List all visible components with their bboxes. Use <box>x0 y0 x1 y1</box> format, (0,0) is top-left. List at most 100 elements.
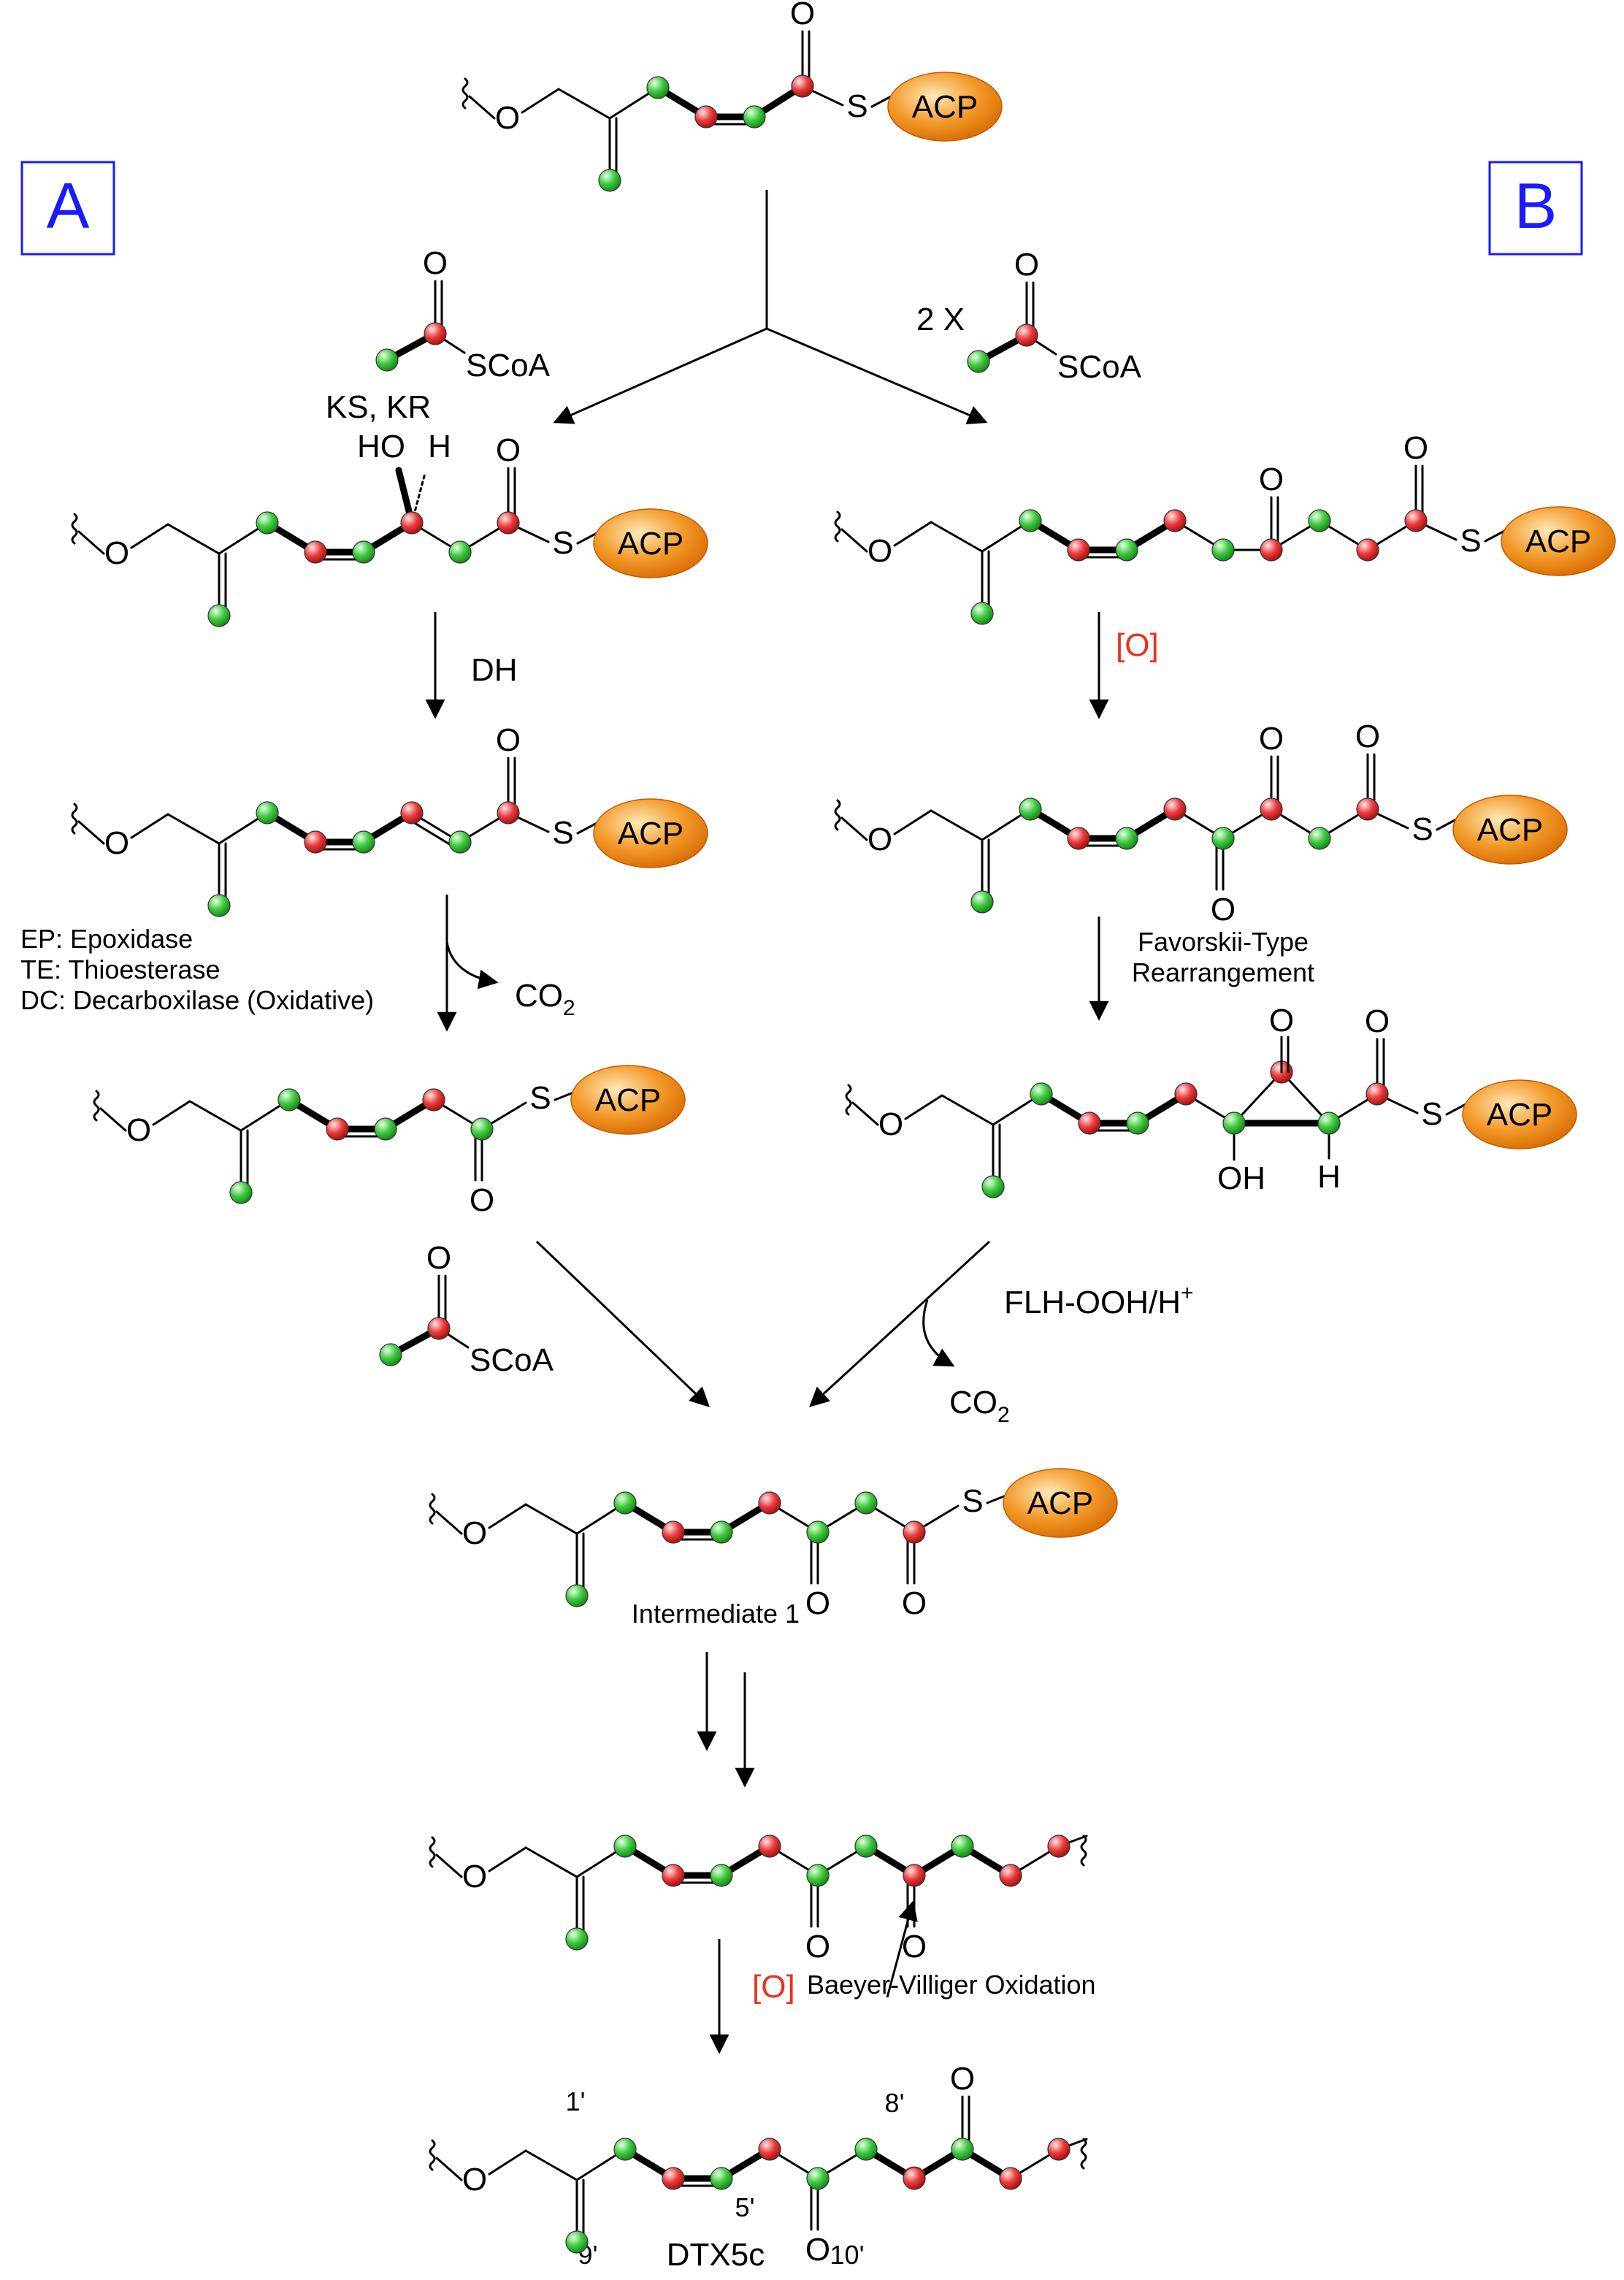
wavy-bond <box>1080 2138 1087 2170</box>
wavy-bond <box>845 1084 852 1116</box>
ketone-oxygen: O <box>805 1929 830 1965</box>
acp-protein <box>1501 506 1616 576</box>
ether-oxygen: O <box>462 2162 487 2197</box>
carbon-atom-green <box>470 1117 494 1141</box>
carbon-atom-green <box>1308 509 1331 532</box>
wavy-bond <box>93 1090 100 1122</box>
position-10-label: 10' <box>830 2240 865 2270</box>
sulfur-atom: S <box>962 1483 983 1519</box>
baeyer-villiger-label: Baeyer-Villiger Oxidation <box>807 1970 1096 2000</box>
position-1-label: 1' <box>566 2086 586 2116</box>
carbon-atom-green <box>1317 1112 1341 1135</box>
acp-label: ACP <box>1027 1485 1093 1521</box>
ketone-oxygen: O <box>805 2232 830 2268</box>
carbon-atom-red <box>1067 538 1090 562</box>
carbon-atom-green <box>374 1117 397 1141</box>
carbon-atom-green <box>854 2138 878 2161</box>
wavy-bond <box>834 799 841 831</box>
carbon-atom-red <box>1260 797 1283 821</box>
acp-label: ACP <box>912 89 978 125</box>
carbon-atom-green <box>1126 1112 1149 1135</box>
wavy-bond <box>71 513 78 545</box>
oxidation-label-bv: [O] <box>752 1969 795 2005</box>
ketone-oxygen: O <box>902 1929 927 1965</box>
carbon-atom-green <box>1222 1112 1246 1135</box>
acp-protein <box>1462 1079 1577 1149</box>
carbon-atom-green <box>613 2138 637 2161</box>
carbon-atom-red <box>694 105 718 129</box>
carbon-atom-green <box>1115 538 1138 562</box>
ether-oxygen: O <box>126 1112 151 1148</box>
dc-label: DC: Decarboxilase (Oxidative) <box>20 985 374 1015</box>
ketone-oxygen: O <box>950 2061 975 2097</box>
carbon-atom-green <box>1019 509 1042 532</box>
carbon-atom-red <box>662 1864 685 1887</box>
carbon-atom-green <box>1211 827 1235 850</box>
co2-label-a: CO2 <box>515 978 575 1020</box>
carbon-atom-green <box>710 2167 733 2190</box>
acp-protein <box>570 1065 686 1135</box>
carbon-atom-red <box>422 1088 445 1112</box>
favorskii-label-line2: Rearrangement <box>1132 957 1314 987</box>
ether-oxygen: O <box>867 533 892 569</box>
sulfur-atom: S <box>1421 1096 1442 1132</box>
acp-protein <box>593 508 708 578</box>
oxidation-label-b: [O] <box>1116 627 1159 663</box>
carbon-atom-red <box>662 2167 685 2190</box>
carbon-atom-red <box>1356 538 1379 562</box>
acp-label: ACP <box>1525 524 1591 559</box>
carbon-atom-green <box>1115 827 1138 850</box>
wavy-bond <box>429 2139 436 2171</box>
ks-kr-label: KS, KR <box>326 389 431 425</box>
carbon-atom-red <box>304 540 327 564</box>
hydroxyl-label: HO <box>357 429 405 464</box>
svg-text:A: A <box>47 169 90 242</box>
carbon-atom-green <box>854 1491 878 1515</box>
wavy-bond <box>461 77 469 110</box>
panel-label-a: A <box>20 161 115 256</box>
ether-oxygen: O <box>462 1515 487 1551</box>
carbon-atom-red <box>758 1835 781 1858</box>
ether-oxygen: O <box>104 535 129 571</box>
carbon-atom-green <box>710 1520 733 1544</box>
carbon-atom-green <box>565 1927 589 1951</box>
ketone-oxygen: O <box>1259 462 1284 497</box>
carbon-atom-green <box>981 1175 1005 1198</box>
carbon-atom-green <box>277 1088 301 1112</box>
carbonyl-oxygen: O <box>423 245 448 281</box>
carbon-atom-red <box>1260 538 1283 562</box>
carbon-atom-red <box>903 1864 926 1887</box>
flh-label: FLH-OOH/H+ <box>1004 1281 1194 1320</box>
svg-text:CO2: CO2 <box>515 978 575 1020</box>
svg-text:FLH-OOH/H+: FLH-OOH/H+ <box>1004 1281 1194 1320</box>
carbon-atom-red <box>1163 509 1187 532</box>
carbon-atom-green <box>806 1864 830 1887</box>
acp-protein <box>1003 1468 1118 1538</box>
carbon-atom-red <box>1078 1112 1101 1135</box>
ketone-oxygen: O <box>805 1585 830 1621</box>
carbon-atom-red <box>400 511 424 535</box>
acp-label: ACP <box>1487 1097 1552 1133</box>
carbon-atom-green <box>375 348 399 372</box>
acp-label: ACP <box>1477 812 1543 848</box>
position-5-label: 5' <box>735 2192 755 2222</box>
carbon-atom-green <box>256 511 279 535</box>
sulfur-atom: S <box>1412 811 1433 847</box>
acp-label: ACP <box>618 526 683 562</box>
sulfur-atom: S <box>552 815 573 851</box>
carbon-atom-red <box>1163 797 1187 821</box>
carbonyl-oxygen: O <box>496 722 521 758</box>
acp-label: ACP <box>618 816 683 852</box>
carbon-atom-green <box>613 1491 637 1515</box>
carbon-atom-red <box>1047 2138 1070 2161</box>
carbon-atom-red <box>1015 324 1038 347</box>
carbonyl-oxygen: O <box>1355 719 1380 754</box>
svg-text:B: B <box>1514 169 1558 242</box>
